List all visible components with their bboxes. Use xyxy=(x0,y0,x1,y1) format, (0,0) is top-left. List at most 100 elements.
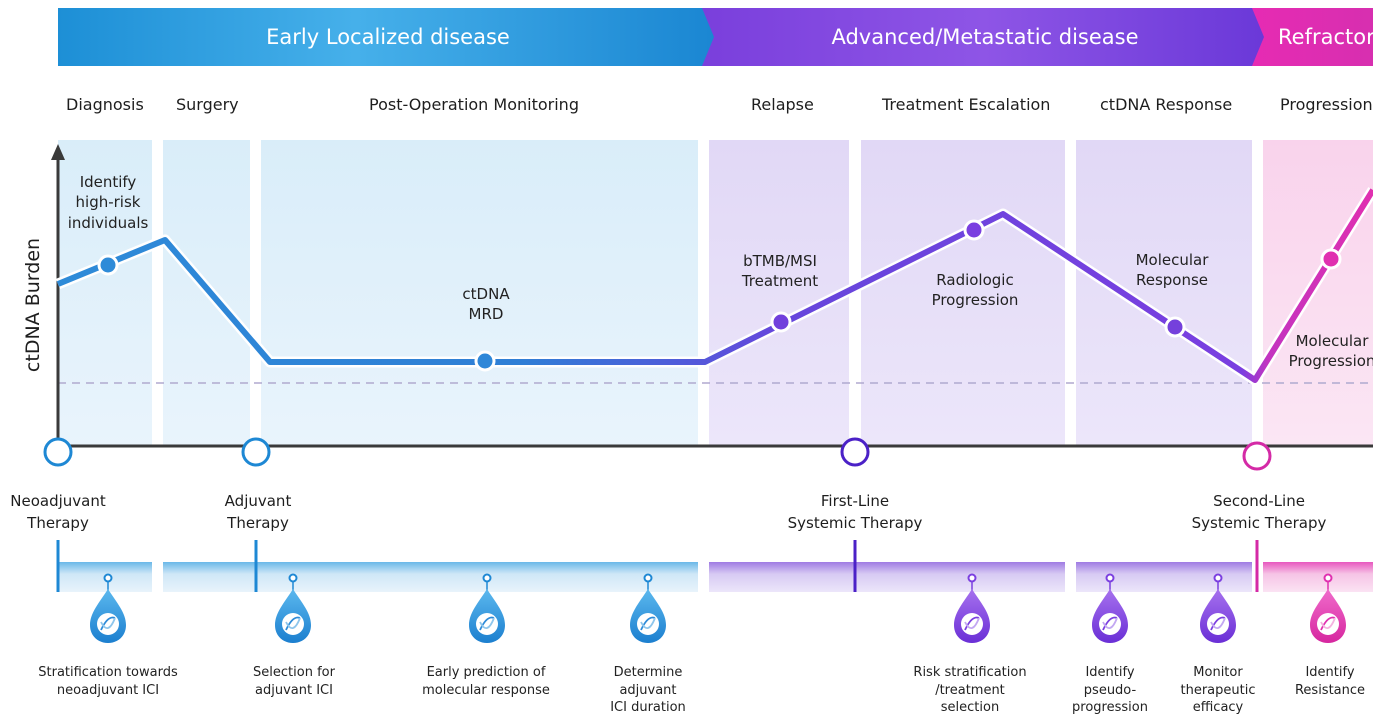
phase-early-label: Early Localized disease xyxy=(266,25,510,49)
panel-post-operation xyxy=(261,140,698,446)
phase-refractory-label: Refractory xyxy=(1278,25,1373,49)
band-refractory xyxy=(1263,562,1373,592)
use-case-line: Stratification towards xyxy=(38,665,178,680)
therapy-line: First-Line xyxy=(820,492,890,510)
annotation-identify-high-risk: Identify high-risk individuals xyxy=(68,172,149,233)
annotation-ctdna-mrd: ctDNA MRD xyxy=(462,284,509,325)
stage-treatment-escalation: Treatment Escalation xyxy=(882,95,1051,114)
annotation-line: Progression xyxy=(931,291,1019,310)
annotation-molecular-response: Molecular Response xyxy=(1136,250,1209,291)
ctdna-curve xyxy=(56,188,1373,383)
use-case-selection: Selection for adjuvant ICI xyxy=(253,664,335,699)
band-early xyxy=(163,562,698,592)
use-case-line: Resistance xyxy=(1294,682,1366,698)
use-case-line: Identify xyxy=(1085,665,1135,680)
use-case-risk-stratification: Risk stratification /treatment selection xyxy=(913,664,1026,717)
point-molecular-progression xyxy=(1320,248,1342,270)
annotation-line: bTMB/MSI xyxy=(743,252,817,270)
annotation-line: Molecular xyxy=(1135,251,1209,269)
use-case-line: ICI duration xyxy=(610,700,686,716)
therapy-adjuvant: Adjuvant Therapy xyxy=(225,491,292,535)
annotation-line: high-risk xyxy=(75,193,141,212)
stage-diagnosis: Diagnosis xyxy=(66,95,144,114)
dna-droplet-icon-4 xyxy=(630,573,666,643)
annotation-line: individuals xyxy=(67,213,149,232)
therapy-neoadjuvant: Neoadjuvant Therapy xyxy=(10,491,105,535)
annotation-line: Treatment xyxy=(741,272,819,291)
y-axis-label: ctDNA Burden xyxy=(22,237,44,373)
therapy-line: Adjuvant xyxy=(224,492,292,510)
use-case-line: efficacy xyxy=(1192,700,1244,716)
use-case-line: adjuvant xyxy=(619,682,677,698)
annotation-line: Progression xyxy=(1288,352,1373,371)
panel-progression xyxy=(1263,140,1373,446)
panel-relapse xyxy=(709,140,849,446)
event-adjuvant-icon xyxy=(241,437,271,467)
dna-droplet-icon-1 xyxy=(90,573,126,643)
annotation-btmb-msi: bTMB/MSI Treatment xyxy=(742,251,818,292)
therapy-line: Systemic Therapy xyxy=(1191,513,1327,532)
phase-advanced-label: Advanced/Metastatic disease xyxy=(831,25,1139,49)
point-molecular-response xyxy=(1164,316,1186,338)
stage-post-operation-monitoring: Post-Operation Monitoring xyxy=(369,95,579,114)
therapy-line: Therapy xyxy=(27,513,89,532)
therapy-line: Neoadjuvant xyxy=(10,492,106,510)
event-second-line-icon xyxy=(1242,441,1272,471)
dna-droplet-icon-2 xyxy=(275,573,311,643)
panel-ctdna-response xyxy=(1076,140,1252,446)
annotation-line: Response xyxy=(1135,271,1209,290)
point-identify-high-risk xyxy=(97,254,119,276)
therapy-line: Second-Line xyxy=(1213,492,1305,510)
phase-advanced-metastatic: Advanced/Metastatic disease xyxy=(702,8,1268,66)
use-case-line: progression xyxy=(1072,700,1148,716)
use-case-line: Determine xyxy=(613,665,683,680)
y-axis-arrow-icon xyxy=(51,144,65,160)
annotation-line: Molecular xyxy=(1295,332,1369,350)
use-case-identify-resistance: Identify Resistance xyxy=(1295,664,1365,699)
annotation-line: MRD xyxy=(468,305,504,324)
band-advanced xyxy=(709,562,1065,592)
point-ctdna-mrd xyxy=(474,350,496,372)
use-case-line: therapeutic xyxy=(1180,682,1256,698)
stage-surgery: Surgery xyxy=(176,95,239,114)
use-case-early-prediction: Early prediction of molecular response xyxy=(422,664,550,699)
use-case-line: pseudo- xyxy=(1083,682,1137,698)
use-case-line: Early prediction of xyxy=(426,665,546,680)
band-response xyxy=(1076,562,1252,592)
point-btmb-msi xyxy=(770,311,792,333)
therapy-first-line: First-Line Systemic Therapy xyxy=(788,491,923,535)
phase-early-localized: Early Localized disease xyxy=(58,8,718,66)
dna-droplet-icon-8 xyxy=(1310,573,1346,643)
annotation-line: ctDNA xyxy=(462,285,510,303)
annotation-line: Identify xyxy=(79,173,137,191)
event-neoadjuvant-icon xyxy=(43,437,73,467)
use-case-line: /treatment xyxy=(935,682,1005,698)
dna-droplet-icon-3 xyxy=(469,573,505,643)
annotation-line: Radiologic xyxy=(936,271,1014,289)
dna-droplet-icon-6 xyxy=(1092,573,1128,643)
panel-treatment-escalation xyxy=(861,140,1065,446)
stage-progression: Progression xyxy=(1280,95,1373,114)
therapy-line: Systemic Therapy xyxy=(787,513,923,532)
therapy-second-line: Second-Line Systemic Therapy xyxy=(1192,491,1327,535)
stage-ctdna-response: ctDNA Response xyxy=(1100,95,1233,114)
use-case-monitor-efficacy: Monitor therapeutic efficacy xyxy=(1181,664,1256,717)
phase-refractory: Refractory xyxy=(1252,8,1373,66)
use-case-line: neoadjuvant ICI xyxy=(56,682,160,698)
use-case-determine-duration: Determine adjuvant ICI duration xyxy=(610,664,686,717)
use-case-line: molecular response xyxy=(422,682,550,698)
point-radiologic-progression xyxy=(963,219,985,241)
dna-droplet-icon-5 xyxy=(954,573,990,643)
use-case-pseudoprogression: Identify pseudo- progression xyxy=(1072,664,1148,717)
panel-diagnosis xyxy=(58,140,152,446)
dna-droplet-icon-7 xyxy=(1200,573,1236,643)
event-first-line-icon xyxy=(840,437,870,467)
use-case-line: adjuvant ICI xyxy=(255,682,333,698)
use-case-line: Monitor xyxy=(1193,665,1243,680)
use-case-line: selection xyxy=(940,700,1000,716)
use-case-line: Identify xyxy=(1305,665,1355,680)
use-case-stratification: Stratification towards neoadjuvant ICI xyxy=(38,664,178,699)
use-case-line: Selection for xyxy=(253,665,335,680)
therapy-line: Therapy xyxy=(227,513,289,532)
